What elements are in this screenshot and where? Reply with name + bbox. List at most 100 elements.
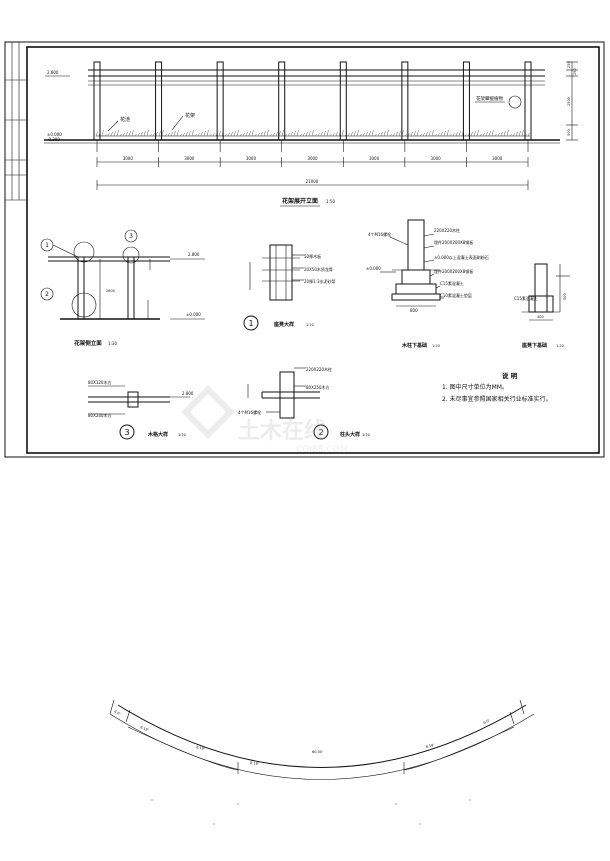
column-base-title: 木柱下基础 <box>401 342 427 349</box>
drawing-notes: 说 明 1. 图中尺寸单位为MM。 2. 未尽事宜参照国家相关行业标准实行。 <box>442 371 552 403</box>
inner-frame <box>26 46 600 454</box>
elevation-ground-mark: ±0.000 <box>47 132 62 137</box>
side-top-mark: 2.800 <box>188 252 200 257</box>
dim-span: 3000 <box>246 156 257 161</box>
label-flower-bed: 花池 <box>120 116 130 123</box>
column-base-note-3: 埋件200X200X8钢板 <box>434 239 473 245</box>
lattice-detail-scale: 1:20 <box>178 433 186 437</box>
elevation-post <box>278 61 286 141</box>
detail-1-number-circle <box>243 315 259 331</box>
plan-dots <box>151 799 471 825</box>
arc-seg-2: 8.19' <box>140 725 150 732</box>
svg-text:2: 2 <box>45 291 49 298</box>
dim-total-length: 21000 <box>306 179 319 184</box>
lattice-note-2: 80X240木方 <box>88 412 111 418</box>
arc-seg-4: 8.19' <box>250 761 259 766</box>
svg-text:2: 2 <box>318 428 323 437</box>
svg-text:1: 1 <box>45 242 49 249</box>
pergola-plan-arc: 6.0' 8.19' 8.19' 8.19' 60.00' 8.19' 6.0' <box>109 699 535 780</box>
elevation-post <box>339 61 347 141</box>
column-base-note-7: C10素混凝土垫层 <box>440 292 472 298</box>
column-foundation-detail: ±0.000 800 4个M16螺栓 220X220木柱 埋件200X200X8… <box>366 219 489 349</box>
elevation-labels: 花池 花架 花架攀援植物 <box>107 95 522 132</box>
dim-height-2: 250 <box>573 68 577 75</box>
bench-base-width: 400 <box>537 315 544 319</box>
elevation-scale: 1:50 <box>326 199 335 204</box>
side-ground-mark: ±0.000 <box>186 312 201 317</box>
side-callout-big-1 <box>73 241 95 263</box>
bench-detail-title: 座凳大样 <box>273 321 294 328</box>
elevation-post <box>524 61 532 141</box>
side-callout-big-2 <box>71 292 97 318</box>
column-base-note-1: 4个M16螺栓 <box>368 231 391 237</box>
notes-item-2: 2. 未尽事宜参照国家相关行业标准实行。 <box>442 395 552 403</box>
arc-seg-7: 6.0' <box>483 719 491 725</box>
bench-base-note: C15素混凝土 <box>514 295 538 301</box>
side-callout-2 <box>40 287 54 301</box>
column-base-note-6: C15素混凝土 <box>440 280 464 286</box>
column-base-scale: 1:20 <box>432 344 440 348</box>
svg-text:1: 1 <box>248 319 253 328</box>
label-climber: 花架攀援植物 <box>476 95 503 102</box>
detail-2-number-circle <box>313 424 329 440</box>
elevation-post <box>93 61 101 141</box>
column-head-detail: 220X220木柱 80X250木方 4个M16螺栓 2 柱头大样 1:20 <box>238 366 370 440</box>
label-pergola: 花架 <box>185 112 195 119</box>
notes-item-1: 1. 图中尺寸单位为MM。 <box>442 383 508 391</box>
elevation-level-marks: 2.800 ±0.000 -0.300 <box>45 70 70 142</box>
elevation-post <box>401 61 409 141</box>
column-base-note-2: 220X220木柱 <box>434 227 460 233</box>
bench-detail: 50厚木板 20X50木质龙骨 20厚1:3水泥砂浆 1 座凳大样 1:20 <box>243 244 336 331</box>
detail-3-number-circle <box>119 424 135 440</box>
bench-detail-scale: 1:20 <box>306 323 314 327</box>
side-elevation-title: 花架侧立面 <box>74 339 102 347</box>
outer-frame <box>4 41 605 458</box>
elevation-post <box>155 61 163 141</box>
elevation-top-mark: 2.800 <box>47 70 59 75</box>
lattice-elev: 2.800 <box>182 391 194 396</box>
side-dim-height: 2800 <box>106 289 115 293</box>
dim-span: 3000 <box>184 156 195 161</box>
column-head-title: 柱头大样 <box>340 431 360 438</box>
watermark-subtext: COI88.COM <box>296 445 347 455</box>
column-base-note-5: 埋件200X200X8钢板 <box>434 268 473 274</box>
elevation-height-dims: 250 250 2500 500 <box>566 61 578 141</box>
dim-span: 3000 <box>369 156 380 161</box>
column-head-scale: 1:20 <box>362 433 370 437</box>
column-head-note-1: 220X220木柱 <box>306 366 332 372</box>
elevation-post <box>216 61 224 141</box>
elevation-post <box>462 61 470 141</box>
bench-note-2: 20X50木质龙骨 <box>304 266 333 272</box>
dim-span: 3000 <box>123 156 134 161</box>
lattice-detail-title: 木格大样 <box>147 431 168 438</box>
column-head-note-3: 4个M16螺栓 <box>238 409 261 415</box>
bench-base-height: 500 <box>563 293 567 300</box>
bench-base-scale: 1:20 <box>556 344 564 348</box>
svg-text:3: 3 <box>124 428 129 437</box>
column-base-note-4: ±0.000以上混凝土表面刷粉石 <box>434 254 489 260</box>
arc-seg-5: 60.00' <box>312 750 323 754</box>
bench-foundation-detail: 500 C15素混凝土 400 座凳下基础 1:20 <box>514 263 570 349</box>
lattice-detail: 80X120木方 80X240木方 2.800 3 木格大样 1:20 <box>88 379 194 440</box>
dim-height-4: 500 <box>567 129 571 136</box>
lattice-note-1: 80X120木方 <box>88 379 111 385</box>
pergola-elevation: 2.800 ±0.000 -0.300 花池 花架 花架攀援植物 250 250… <box>44 61 578 207</box>
arc-seg-1: 6.0' <box>114 709 122 716</box>
dim-span: 3000 <box>307 156 318 161</box>
title-strip <box>5 41 27 201</box>
dim-height-3: 2500 <box>567 97 571 106</box>
dim-span: 3000 <box>492 156 503 161</box>
elevation-base-mark: -0.300 <box>47 137 60 142</box>
column-base-ground: ±0.000 <box>366 266 381 271</box>
bench-note-3: 20厚1:3水泥砂浆 <box>304 278 336 284</box>
column-head-note-2: 80X250木方 <box>306 384 329 390</box>
dim-height-1: 250 <box>567 61 571 68</box>
side-callout-big-3 <box>122 246 140 264</box>
bench-note-1: 50厚木板 <box>304 253 321 259</box>
svg-text:3: 3 <box>129 233 133 240</box>
pergola-side-elevation: 1 2 3 2.800 ±0.000 2800 花架侧立面 1:30 <box>40 229 205 347</box>
bench-base-title: 座凳下基础 <box>521 342 547 349</box>
column-base-width: 800 <box>410 308 418 313</box>
arc-seg-6: 8.19' <box>425 743 434 749</box>
